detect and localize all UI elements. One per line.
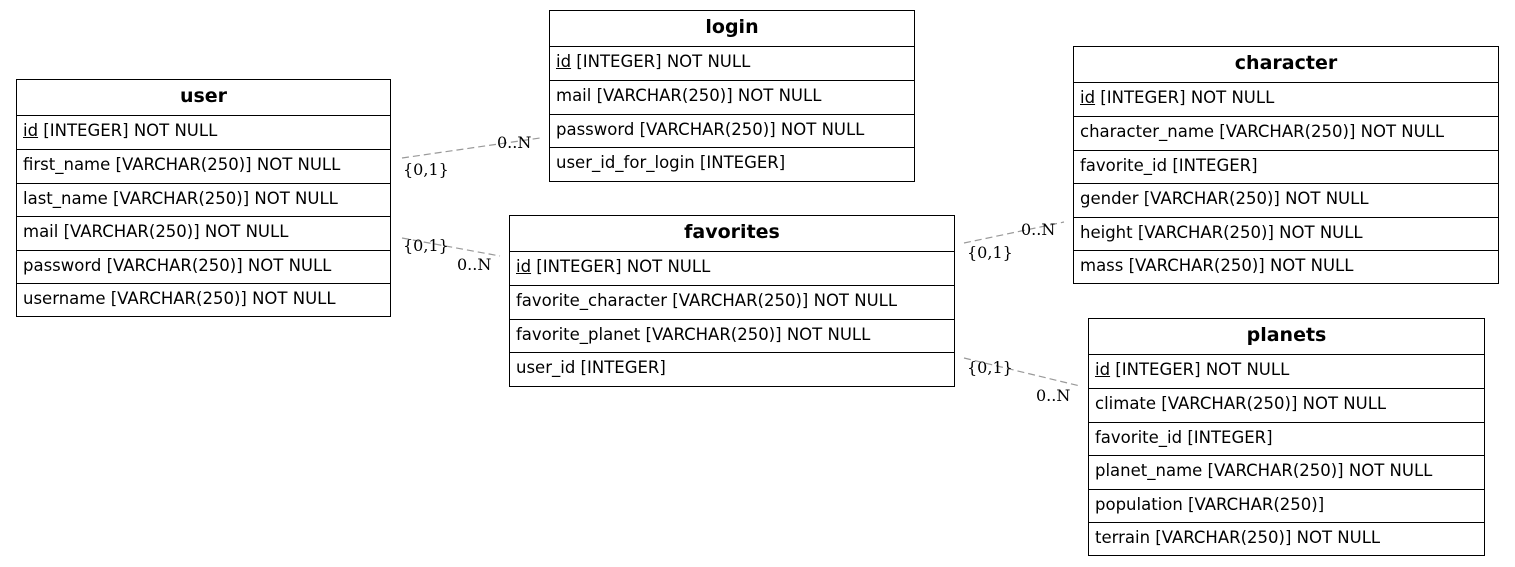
field-label: [INTEGER] NOT NULL (38, 121, 218, 140)
field-row: id [INTEGER] NOT NULL (17, 116, 390, 149)
entity-login: login id [INTEGER] NOT NULL mail [VARCHA… (549, 10, 915, 182)
entity-planets: planets id [INTEGER] NOT NULL climate [V… (1088, 318, 1485, 557)
field-label: gender [VARCHAR(250)] NOT NULL (1080, 189, 1369, 209)
field-label: [INTEGER] NOT NULL (531, 257, 711, 276)
field-label: [INTEGER] NOT NULL (571, 52, 751, 71)
field-label: mass [VARCHAR(250)] NOT NULL (1080, 255, 1354, 275)
field-row: mass [VARCHAR(250)] NOT NULL (1074, 249, 1498, 283)
field-row: mail [VARCHAR(250)] NOT NULL (17, 216, 390, 249)
field-row: password [VARCHAR(250)] NOT NULL (550, 113, 914, 147)
entity-title: login (550, 11, 914, 47)
field-label: character_name [VARCHAR(250)] NOT NULL (1080, 122, 1445, 142)
field-row: user_id [INTEGER] (510, 352, 954, 385)
entity-character: character id [INTEGER] NOT NULL characte… (1073, 46, 1499, 285)
field-row: username [VARCHAR(250)] NOT NULL (17, 282, 390, 316)
field-row: mail [VARCHAR(250)] NOT NULL (550, 80, 914, 113)
field-label: [INTEGER] NOT NULL (1110, 360, 1290, 379)
primary-key-label: id (516, 257, 532, 276)
field-row: favorite_id [INTEGER] (1089, 421, 1484, 455)
field-label: first_name [VARCHAR(250)] NOT NULL (23, 155, 341, 175)
field-label: terrain [VARCHAR(250)] NOT NULL (1095, 527, 1381, 547)
field-row: favorite_character [VARCHAR(250)] NOT NU… (510, 285, 954, 318)
card-user-login-to: 0..N (497, 133, 531, 152)
field-label: user_id_for_login [INTEGER] (556, 153, 786, 173)
field-label: mail [VARCHAR(250)] NOT NULL (556, 86, 822, 106)
card-favorites-planets-from: {0,1} (967, 358, 1013, 377)
field-label: planet_name [VARCHAR(250)] NOT NULL (1095, 461, 1433, 481)
field-row: character_name [VARCHAR(250)] NOT NULL (1074, 116, 1498, 149)
edge-favorites-planets (963, 357, 1081, 387)
field-row: favorite_id [INTEGER] (1074, 149, 1498, 183)
field-row: password [VARCHAR(250)] NOT NULL (17, 249, 390, 283)
entity-title: favorites (510, 216, 954, 252)
primary-key-label: id (23, 121, 39, 140)
field-row: first_name [VARCHAR(250)] NOT NULL (17, 149, 390, 182)
entity-title: planets (1089, 319, 1484, 355)
edge-favorites-character (963, 221, 1065, 244)
field-row: climate [VARCHAR(250)] NOT NULL (1089, 388, 1484, 421)
primary-key-label: id (556, 52, 572, 71)
edge-user-login (401, 137, 541, 159)
card-user-favorites-to: 0..N (457, 255, 491, 274)
field-row: height [VARCHAR(250)] NOT NULL (1074, 216, 1498, 250)
card-user-favorites-from: {0,1} (403, 236, 449, 255)
field-label: password [VARCHAR(250)] NOT NULL (556, 119, 865, 139)
entity-user: user id [INTEGER] NOT NULL first_name [V… (16, 79, 391, 318)
primary-key-label: id (1080, 88, 1096, 107)
field-label: last_name [VARCHAR(250)] NOT NULL (23, 188, 338, 208)
field-label: user_id [INTEGER] (516, 358, 666, 378)
field-label: climate [VARCHAR(250)] NOT NULL (1095, 394, 1387, 414)
card-user-login-from: {0,1} (403, 160, 449, 179)
field-label: username [VARCHAR(250)] NOT NULL (23, 288, 336, 308)
field-row: id [INTEGER] NOT NULL (1074, 83, 1498, 116)
entity-favorites: favorites id [INTEGER] NOT NULL favorite… (509, 215, 955, 387)
entity-title: user (17, 80, 390, 116)
field-row: planet_name [VARCHAR(250)] NOT NULL (1089, 455, 1484, 488)
field-row: terrain [VARCHAR(250)] NOT NULL (1089, 521, 1484, 555)
field-label: favorite_planet [VARCHAR(250)] NOT NULL (516, 324, 871, 344)
field-label: favorite_id [INTEGER] (1095, 427, 1273, 447)
field-row: last_name [VARCHAR(250)] NOT NULL (17, 182, 390, 216)
card-favorites-character-to: 0..N (1021, 220, 1055, 239)
field-label: population [VARCHAR(250)] (1095, 494, 1325, 514)
card-favorites-character-from: {0,1} (967, 243, 1013, 262)
field-label: height [VARCHAR(250)] NOT NULL (1080, 222, 1363, 242)
card-favorites-planets-to: 0..N (1036, 386, 1070, 405)
field-label: favorite_id [INTEGER] (1080, 155, 1258, 175)
field-row: id [INTEGER] NOT NULL (510, 252, 954, 285)
entity-title: character (1074, 47, 1498, 83)
field-row: population [VARCHAR(250)] (1089, 488, 1484, 522)
field-label: password [VARCHAR(250)] NOT NULL (23, 255, 332, 275)
field-row: gender [VARCHAR(250)] NOT NULL (1074, 183, 1498, 216)
field-row: id [INTEGER] NOT NULL (550, 47, 914, 80)
field-row: id [INTEGER] NOT NULL (1089, 355, 1484, 388)
edge-user-favorites (401, 237, 501, 257)
field-row: user_id_for_login [INTEGER] (550, 147, 914, 180)
field-row: favorite_planet [VARCHAR(250)] NOT NULL (510, 318, 954, 352)
field-label: [INTEGER] NOT NULL (1095, 88, 1275, 107)
primary-key-label: id (1095, 360, 1111, 379)
field-label: favorite_character [VARCHAR(250)] NOT NU… (516, 291, 898, 311)
field-label: mail [VARCHAR(250)] NOT NULL (23, 222, 289, 242)
